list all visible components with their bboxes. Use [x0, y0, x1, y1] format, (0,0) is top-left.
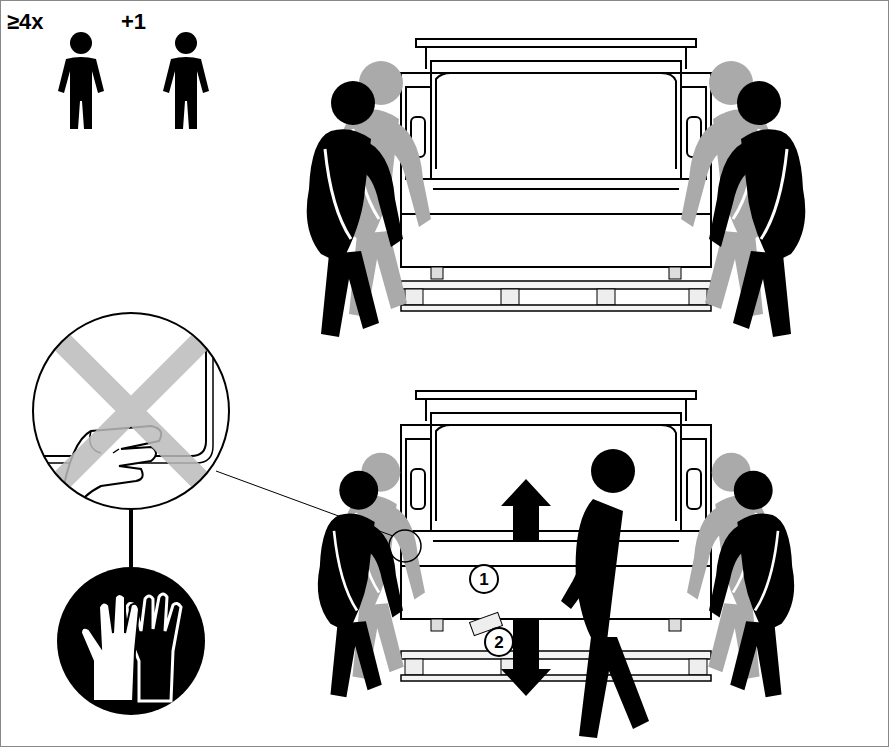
people-count: +1 [121, 11, 146, 33]
callout-number: 2 [494, 634, 503, 651]
people-count: ≥4x [7, 11, 44, 33]
callout-number: 1 [479, 571, 488, 588]
